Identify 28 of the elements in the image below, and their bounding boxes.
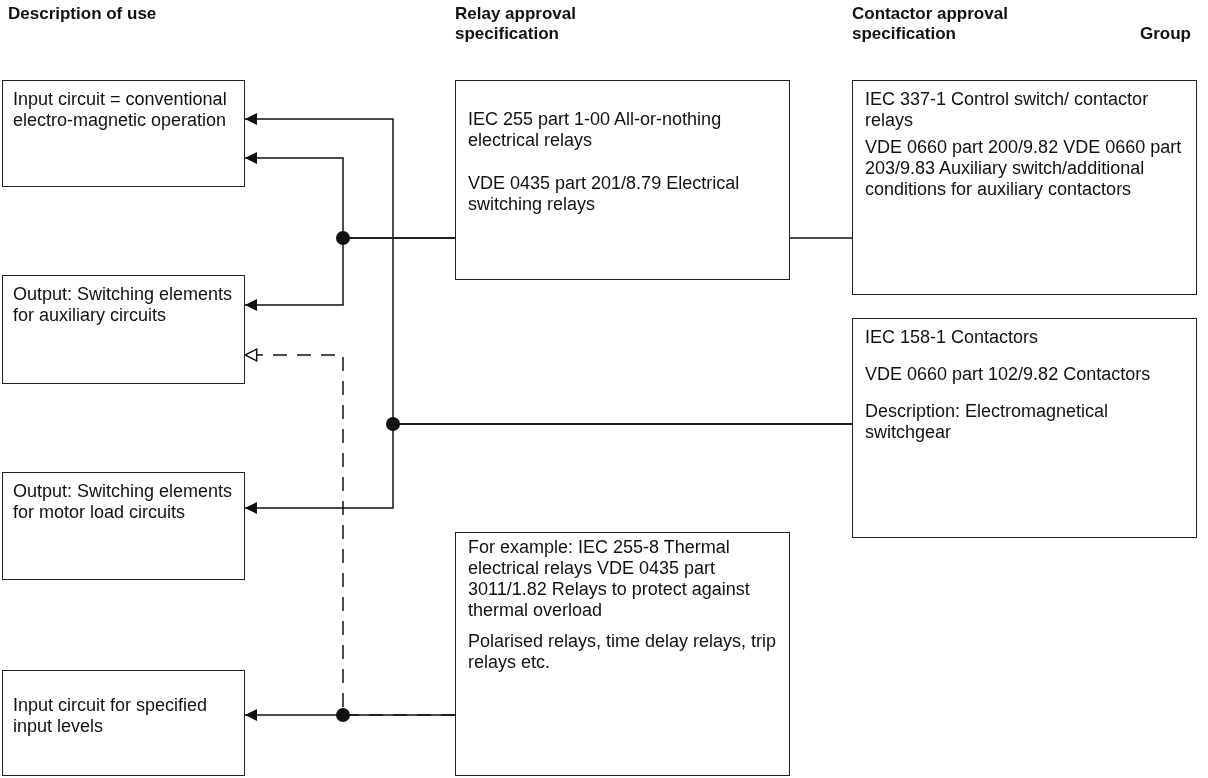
text-box bbox=[455, 80, 790, 280]
text-box bbox=[852, 318, 1197, 538]
column-heading: Group bbox=[1140, 24, 1192, 44]
column-heading: Contactor approval specification bbox=[852, 4, 1009, 44]
box-text: Input circuit = conventional electro-magnetic operation bbox=[13, 89, 228, 131]
text-box bbox=[2, 472, 245, 580]
text-box bbox=[2, 80, 245, 187]
box-text: VDE 0435 part 201/8.79 Electrical switching relays bbox=[468, 173, 741, 215]
text-box bbox=[852, 80, 1197, 295]
box-text: For example: IEC 255-8 Thermal electrical relays VDE 0435 part 3011/1.82 Relays to protect against thermal overload bbox=[468, 537, 751, 621]
box-text: IEC 337-1 Control switch/ contactor relays bbox=[865, 89, 1150, 131]
box-text: Description: Electromagnetical switchgear bbox=[865, 401, 1110, 443]
column-heading: Description of use bbox=[8, 4, 158, 24]
connector-arrow bbox=[244, 237, 456, 311]
box-text: VDE 0660 part 200/9.82 VDE 0660 part 203/9.83 Auxiliary switch/additional conditions for auxiliary contactors bbox=[865, 137, 1183, 200]
connector-arrow bbox=[244, 423, 853, 514]
column-heading: Relay approval specification bbox=[455, 4, 577, 44]
text-box bbox=[2, 275, 245, 384]
box-text: VDE 0660 part 102/9.82 Contactors bbox=[865, 364, 1152, 385]
box-text: IEC 255 part 1-00 All-or-nothing electrical relays bbox=[468, 109, 723, 151]
text-box bbox=[455, 532, 790, 776]
text-box bbox=[2, 670, 245, 776]
connector-arrow bbox=[244, 348, 456, 716]
box-text: Input circuit for specified input levels bbox=[13, 695, 209, 737]
box-text: IEC 158-1 Contactors bbox=[865, 327, 1040, 348]
box-text: Output: Switching elements for auxiliary circuits bbox=[13, 284, 234, 326]
box-text: Output: Switching elements for motor load circuits bbox=[13, 481, 234, 523]
box-text: Polarised relays, time delay relays, trip relays etc. bbox=[468, 631, 777, 673]
